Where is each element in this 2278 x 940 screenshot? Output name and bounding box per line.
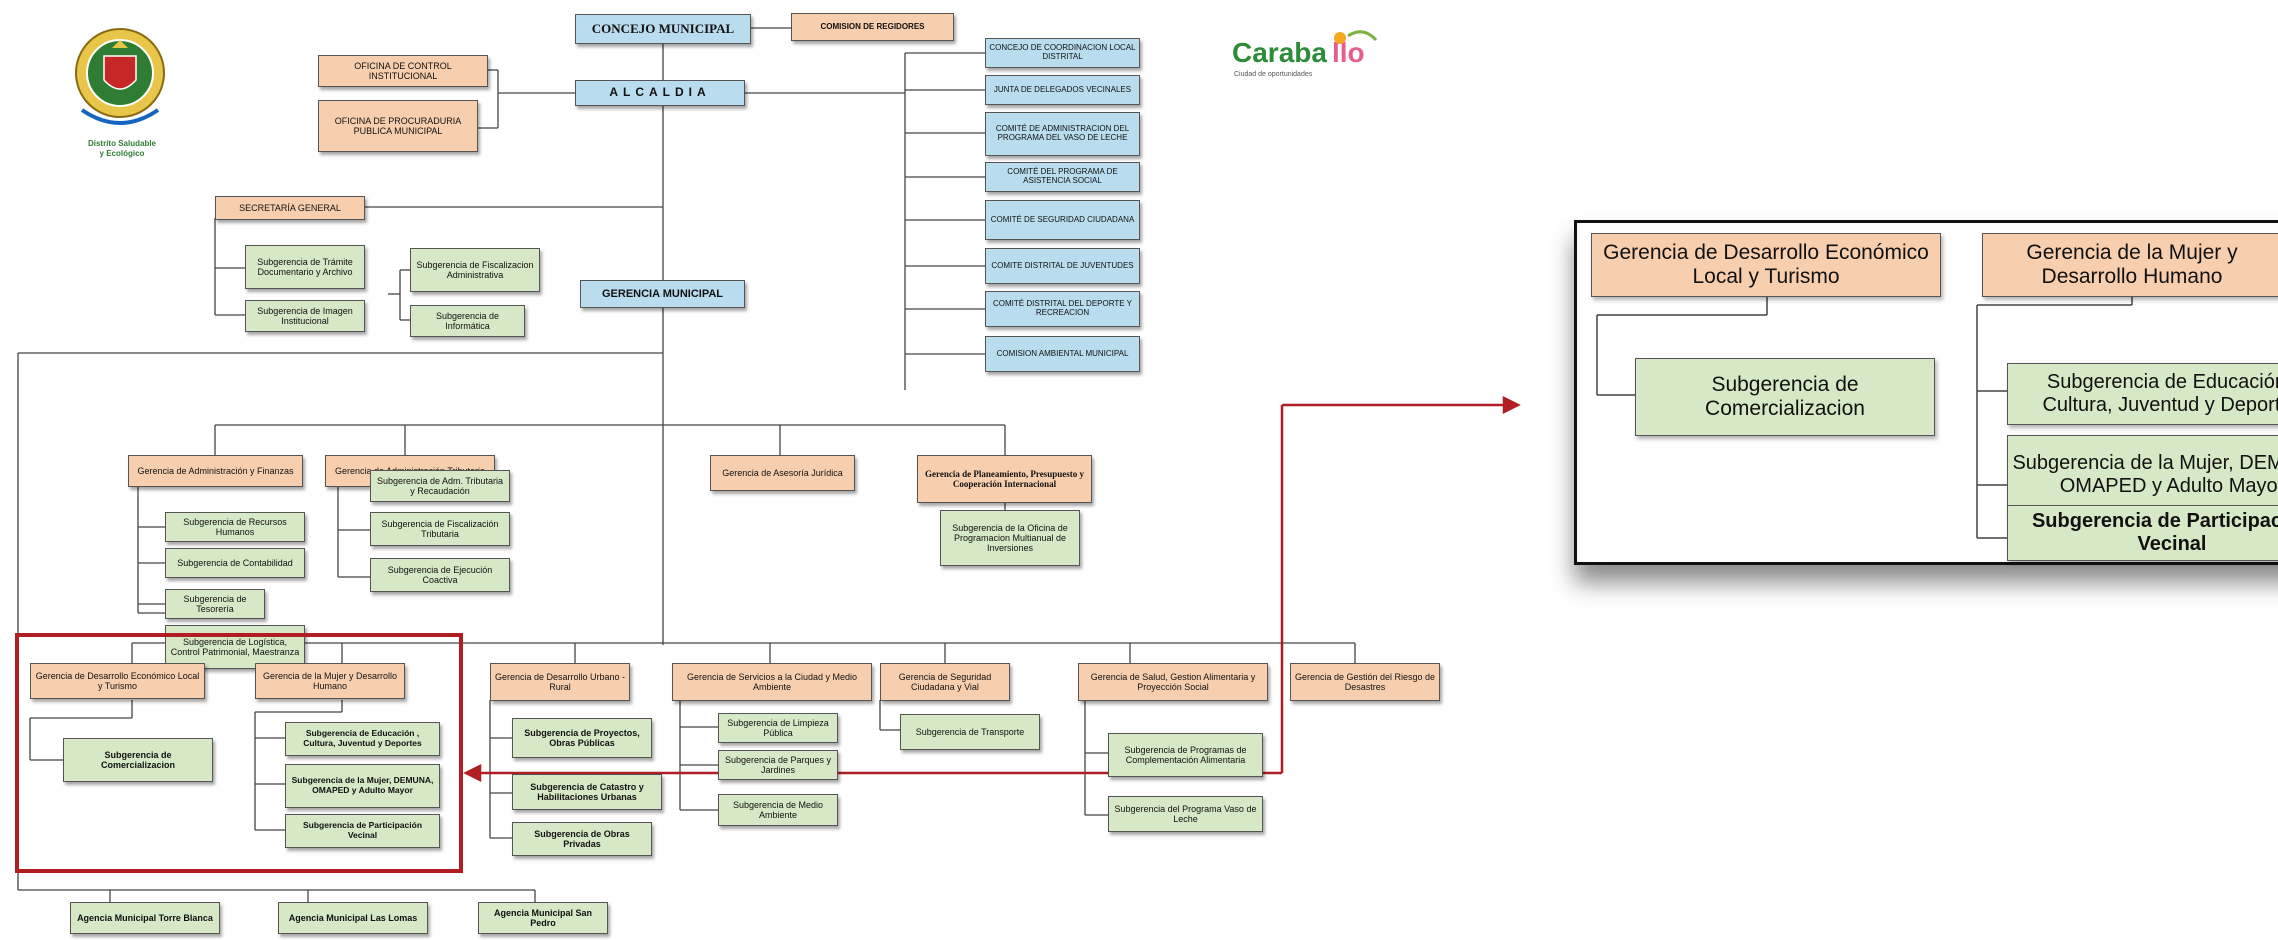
ejecucion-coactiva-box: Subgerencia de Ejecución Coactiva bbox=[370, 558, 510, 592]
imagen-institucional-box: Subgerencia de Imagen Institucional bbox=[245, 300, 365, 332]
comercializacion-box: Subgerencia de Comercializacion bbox=[63, 738, 213, 782]
planeamiento-box: Gerencia de Planeamiento, Presupuesto y … bbox=[917, 455, 1092, 503]
zoom-mujer-box: Gerencia de la Mujer y Desarrollo Humano bbox=[1982, 233, 2278, 297]
svg-text:y Ecológico: y Ecológico bbox=[100, 149, 145, 158]
obras-publicas-box: Subgerencia de Proyectos, Obras Públicas bbox=[512, 718, 652, 758]
zoom-desarrollo-economico-box: Gerencia de Desarrollo Económico Local y… bbox=[1591, 233, 1941, 297]
committee-box: CONCEJO DE COORDINACION LOCAL DISTRITAL bbox=[985, 38, 1140, 68]
svg-text:Distrito Saludable: Distrito Saludable bbox=[88, 139, 157, 148]
participacion-vecinal-box: Subgerencia de Participación Vecinal bbox=[285, 814, 440, 848]
zoom-participacion-box: Subgerencia de Participación Vecinal bbox=[2007, 505, 2278, 561]
alcaldia-box: ALCALDIA bbox=[575, 80, 745, 106]
gerencia-seguridad-box: Gerencia de Seguridad Ciudadana y Vial bbox=[880, 663, 1010, 701]
committee-box: COMITÉ DE SEGURIDAD CIUDADANA bbox=[985, 200, 1140, 240]
gerencia-adm-finanzas-box: Gerencia de Administración y Finanzas bbox=[128, 455, 303, 487]
gerencia-servicios-box: Gerencia de Servicios a la Ciudad y Medi… bbox=[672, 663, 872, 701]
gerencia-riesgo-box: Gerencia de Gestión del Riesgo de Desast… bbox=[1290, 663, 1440, 701]
fiscalizacion-tributaria-box: Subgerencia de Fiscalización Tributaria bbox=[370, 512, 510, 546]
committee-box: COMITÉ DE ADMINISTRACION DEL PROGRAMA DE… bbox=[985, 112, 1140, 156]
educacion-box: Subgerencia de Educación , Cultura, Juve… bbox=[285, 722, 440, 756]
informatica-box: Subgerencia de Informática bbox=[410, 305, 525, 337]
highlight-frame bbox=[15, 633, 463, 873]
catastro-box: Subgerencia de Catastro y Habilitaciones… bbox=[512, 774, 662, 810]
agencia-san-pedro-box: Agencia Municipal San Pedro bbox=[478, 902, 608, 934]
comision-regidores-box: COMISION DE REGIDORES bbox=[791, 13, 954, 41]
svg-text:Caraba: Caraba bbox=[1232, 37, 1327, 68]
limpieza-publica-box: Subgerencia de Limpieza Pública bbox=[718, 713, 838, 743]
gerencia-mujer-box: Gerencia de la Mujer y Desarrollo Humano bbox=[255, 663, 405, 699]
municipality-seal-logo: Distrito Saludable y Ecológico bbox=[62, 18, 182, 168]
contabilidad-box: Subgerencia de Contabilidad bbox=[165, 548, 305, 578]
programacion-inversiones-box: Subgerencia de la Oficina de Programacio… bbox=[940, 510, 1080, 566]
tesoreria-box: Subgerencia de Tesorería bbox=[165, 589, 265, 619]
medio-ambiente-box: Subgerencia de Medio Ambiente bbox=[718, 794, 838, 826]
zoomed-callout-panel: Gerencia de Desarrollo Económico Local y… bbox=[1574, 220, 2278, 565]
gerencia-desarrollo-urbano-box: Gerencia de Desarrollo Urbano - Rural bbox=[490, 663, 630, 701]
zoom-comercializacion-box: Subgerencia de Comercializacion bbox=[1635, 358, 1935, 436]
parques-jardines-box: Subgerencia de Parques y Jardines bbox=[718, 750, 838, 780]
committee-box: JUNTA DE DELEGADOS VECINALES bbox=[985, 75, 1140, 105]
asesoria-juridica-box: Gerencia de Asesoría Jurídica bbox=[710, 455, 855, 491]
committee-box: COMISION AMBIENTAL MUNICIPAL bbox=[985, 336, 1140, 372]
zoom-demuna-box: Subgerencia de la Mujer, DEMUNA, OMAPED … bbox=[2007, 435, 2278, 515]
procuraduria-box: OFICINA DE PROCURADURIA PUBLICA MUNICIPA… bbox=[318, 100, 478, 152]
committee-box: COMITÉ DISTRITAL DEL DEPORTE Y RECREACIO… bbox=[985, 291, 1140, 327]
zoom-educacion-box: Subgerencia de Educación , Cultura, Juve… bbox=[2007, 363, 2278, 425]
concejo-municipal-box: CONCEJO MUNICIPAL bbox=[575, 14, 751, 44]
gerencia-municipal-box: GERENCIA MUNICIPAL bbox=[580, 280, 745, 308]
recaudacion-box: Subgerencia de Adm. Tributaria y Recauda… bbox=[370, 470, 510, 502]
tramite-documentario-box: Subgerencia de Trámite Documentario y Ar… bbox=[245, 245, 365, 289]
shield-icon: Distrito Saludable y Ecológico bbox=[75, 28, 165, 158]
carabayllo-wordmark-logo: Caraba llo Ciudad de oportunidades bbox=[1228, 28, 1398, 88]
control-institucional-box: OFICINA DE CONTROL INSTITUCIONAL bbox=[318, 55, 488, 87]
fiscalizacion-administrativa-box: Subgerencia de Fiscalizacion Administrat… bbox=[410, 248, 540, 292]
secretaria-general-box: SECRETARÍA GENERAL bbox=[215, 196, 365, 220]
agencia-torre-blanca-box: Agencia Municipal Torre Blanca bbox=[70, 902, 220, 934]
committee-box: COMITE DISTRITAL DE JUVENTUDES bbox=[985, 248, 1140, 284]
programas-alimentaria-box: Subgerencia de Programas de Complementac… bbox=[1108, 733, 1263, 777]
demuna-box: Subgerencia de la Mujer, DEMUNA, OMAPED … bbox=[285, 764, 440, 808]
obras-privadas-box: Subgerencia de Obras Privadas bbox=[512, 822, 652, 856]
recursos-humanos-box: Subgerencia de Recursos Humanos bbox=[165, 512, 305, 542]
gerencia-salud-box: Gerencia de Salud, Gestion Alimentaria y… bbox=[1078, 663, 1268, 701]
agencia-las-lomas-box: Agencia Municipal Las Lomas bbox=[278, 902, 428, 934]
gerencia-desarrollo-economico-box: Gerencia de Desarrollo Económico Local y… bbox=[30, 663, 205, 699]
committee-box: COMITÉ DEL PROGRAMA DE ASISTENCIA SOCIAL bbox=[985, 162, 1140, 192]
zoom-connector-lines bbox=[1596, 295, 2133, 539]
vaso-leche-box: Subgerencia del Programa Vaso de Leche bbox=[1108, 796, 1263, 832]
transporte-box: Subgerencia de Transporte bbox=[900, 714, 1040, 750]
svg-text:Ciudad de oportunidades: Ciudad de oportunidades bbox=[1234, 71, 1313, 78]
logistica-box: Subgerencia de Logística, Control Patrim… bbox=[165, 625, 305, 669]
